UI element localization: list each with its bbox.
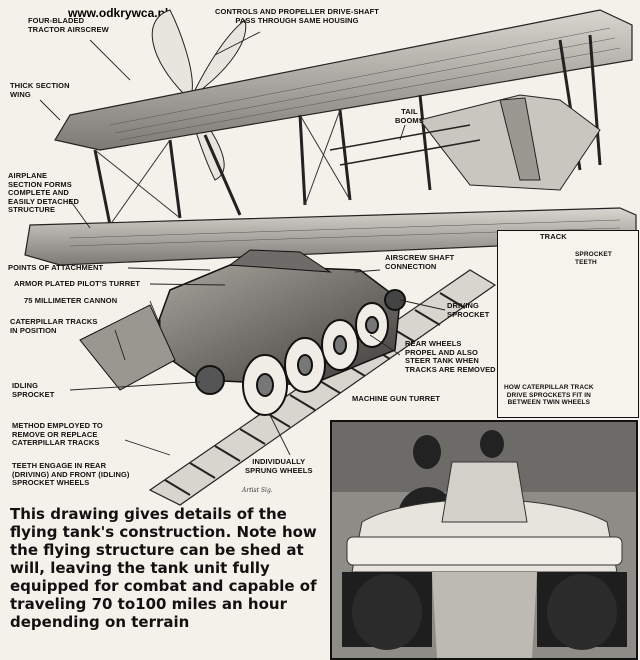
label-driving-sprocket: DRIVING SPROCKET bbox=[447, 301, 490, 319]
label-airscrew-shaft: AIRSCREW SHAFT CONNECTION bbox=[385, 253, 455, 271]
label-method: METHOD EMPLOYED TO REMOVE OR REPLACE CAT… bbox=[12, 421, 103, 447]
caption-text: This drawing gives details of the flying… bbox=[10, 505, 317, 631]
upper-wing bbox=[54, 9, 633, 151]
watermark: www.odkrywca.pl bbox=[68, 6, 169, 20]
label-machine-gun: MACHINE GUN TURRET bbox=[352, 394, 441, 403]
label-idling-sprocket: IDLING SPROCKET bbox=[12, 381, 55, 399]
label-pilot-turret: ARMOR PLATED PILOT'S TURRET bbox=[14, 279, 141, 288]
label-sprung-wheels: INDIVIDUALLY SPRUNG WHEELS bbox=[245, 457, 313, 475]
label-rear-wheels: REAR WHEELS PROPEL AND ALSO STEER TANK W… bbox=[405, 339, 496, 374]
label-controls-drive-shaft: CONTROLS AND PROPELLER DRIVE-SHAFT PASS … bbox=[215, 7, 379, 25]
label-four-bladed-airscrew: FOUR-BLADED TRACTOR AIRSCREW bbox=[28, 16, 109, 34]
label-airplane-section: AIRPLANE SECTION FORMS COMPLETE AND EASI… bbox=[8, 171, 79, 214]
photo-illustration bbox=[332, 422, 636, 658]
label-track: TRACK bbox=[540, 232, 567, 241]
label-points-of-attachment: POINTS OF ATTACHMENT bbox=[8, 263, 104, 272]
leader-lines bbox=[39, 31, 446, 456]
photograph-flying-tank-model bbox=[330, 420, 638, 660]
tail-boom-assembly bbox=[419, 94, 601, 191]
artist-signature: Artist Sig. bbox=[242, 487, 273, 494]
label-tail-booms: TAIL BOOMS bbox=[395, 107, 424, 125]
wheels bbox=[195, 289, 406, 416]
label-inset-caption: HOW CATERPILLAR TRACK DRIVE SPROCKETS FI… bbox=[504, 384, 594, 406]
label-thick-wing: THICK SECTION WING bbox=[10, 81, 70, 99]
label-cannon: 75 MILLIMETER CANNON bbox=[24, 296, 118, 305]
label-teeth: TEETH ENGAGE IN REAR (DRIVING) AND FRONT… bbox=[12, 461, 130, 487]
label-sprocket-teeth: SPROCKET TEETH bbox=[575, 251, 612, 266]
label-caterpillar-position: CATERPILLAR TRACKS IN POSITION bbox=[10, 317, 98, 335]
wing-struts bbox=[93, 34, 602, 226]
sprocket-inset-panel bbox=[497, 230, 639, 418]
